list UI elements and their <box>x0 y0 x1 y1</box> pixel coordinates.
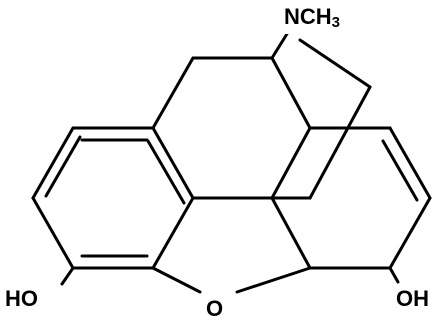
phenol-hydroxyl-label: HO <box>4 288 39 310</box>
allylic-hydroxyl-label: OH <box>395 288 430 310</box>
bond <box>151 196 195 270</box>
bond-inner <box>44 135 82 198</box>
bond <box>388 196 432 270</box>
bond <box>235 266 312 294</box>
bridge-oxygen-text: O <box>206 296 224 321</box>
bond <box>151 266 202 294</box>
bond <box>388 126 432 200</box>
bond <box>31 196 75 270</box>
amine-label: NCH3 <box>283 4 342 34</box>
bond <box>270 126 312 200</box>
bond <box>151 56 195 130</box>
bond-inner <box>381 139 419 202</box>
allylic-hydroxyl-text: OH <box>396 286 429 311</box>
bond <box>31 126 75 200</box>
amine-subscript: 3 <box>331 14 341 31</box>
bond <box>60 266 75 286</box>
bond <box>308 85 372 200</box>
bond-inner <box>146 139 186 205</box>
bond <box>270 196 312 270</box>
phenol-hydroxyl-text: HO <box>5 286 38 311</box>
bond <box>151 126 195 200</box>
bridge-oxygen-label: O <box>205 296 225 321</box>
bond <box>388 266 400 284</box>
bond <box>298 38 372 89</box>
amine-text: NCH <box>284 4 332 29</box>
bonds <box>31 27 432 294</box>
bond <box>270 56 312 130</box>
